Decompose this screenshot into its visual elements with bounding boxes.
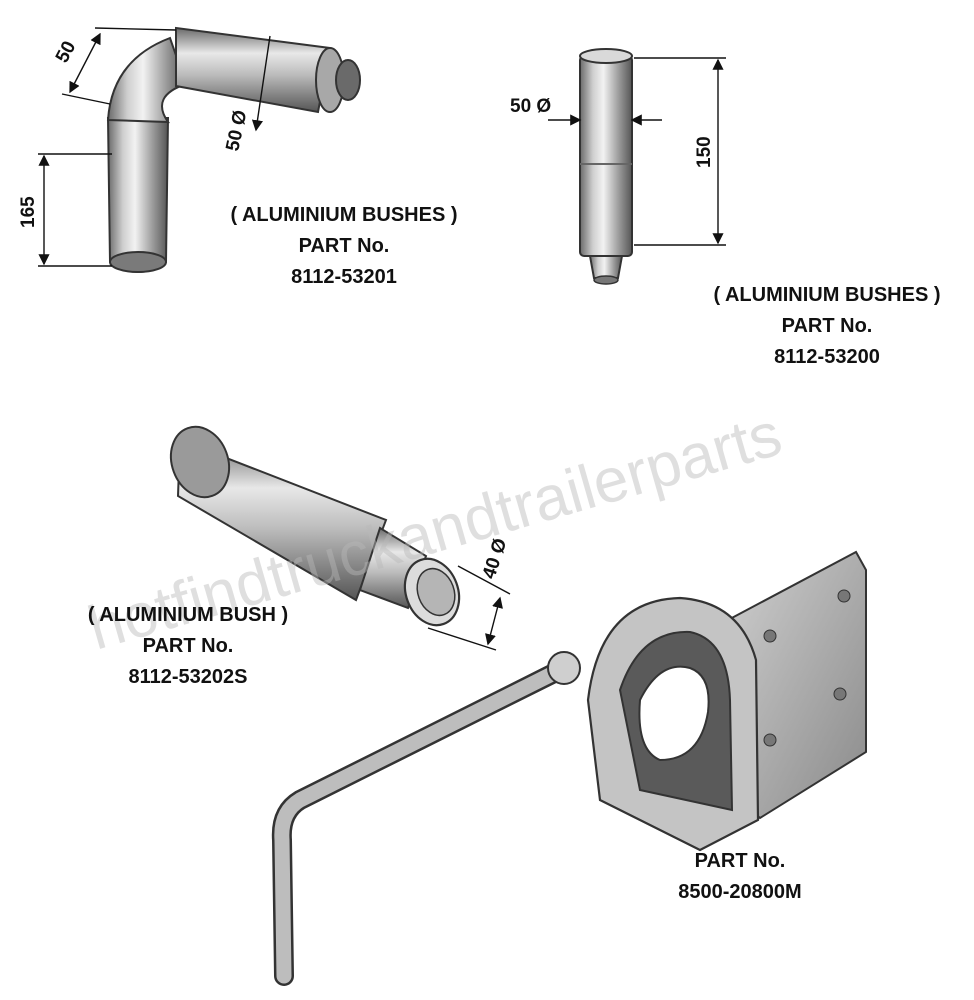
dim-straight-pin-diameter: 50 Ø [510, 96, 551, 117]
part-name: ( ALUMINIUM BUSHES ) [713, 284, 941, 306]
bush-drawing [169, 425, 461, 627]
part-name: ( ALUMINIUM BUSHES ) [230, 204, 458, 226]
label-latch-bracket: PART No. 8500-20800M [640, 846, 840, 908]
label-bush: ( ALUMINIUM BUSH ) PART No. 8112-53202S [52, 600, 324, 693]
dim-angled-bush-diameter: 50 Ø [222, 108, 251, 153]
part-label: PART No. [298, 235, 390, 257]
part-number: 8112-53200 [774, 346, 880, 368]
straight-pin-dimensions [548, 57, 726, 246]
dim-straight-pin-length: 150 [694, 136, 715, 168]
angled-bush-dimensions [38, 27, 271, 267]
part-number: 8112-53201 [291, 266, 397, 288]
part-number: 8500-20800M [678, 881, 802, 903]
part-number: 8112-53202S [128, 666, 248, 688]
dim-angled-bush-length: 165 [18, 196, 39, 228]
angled-bush-drawing [106, 26, 361, 273]
straight-pin-drawing [579, 48, 633, 285]
part-name: ( ALUMINIUM BUSH ) [87, 604, 289, 626]
part-label: PART No. [781, 315, 873, 337]
latch-bracket-drawing [271, 550, 867, 986]
label-angled-bush: ( ALUMINIUM BUSHES ) PART No. 8112-53201 [196, 200, 492, 293]
part-label: PART No. [694, 850, 786, 872]
bush-dimensions [427, 565, 511, 651]
part-label: PART No. [142, 635, 234, 657]
label-straight-pin: ( ALUMINIUM BUSHES ) PART No. 8112-53200 [680, 280, 974, 373]
dim-angled-bush-width: 50 [52, 38, 80, 67]
